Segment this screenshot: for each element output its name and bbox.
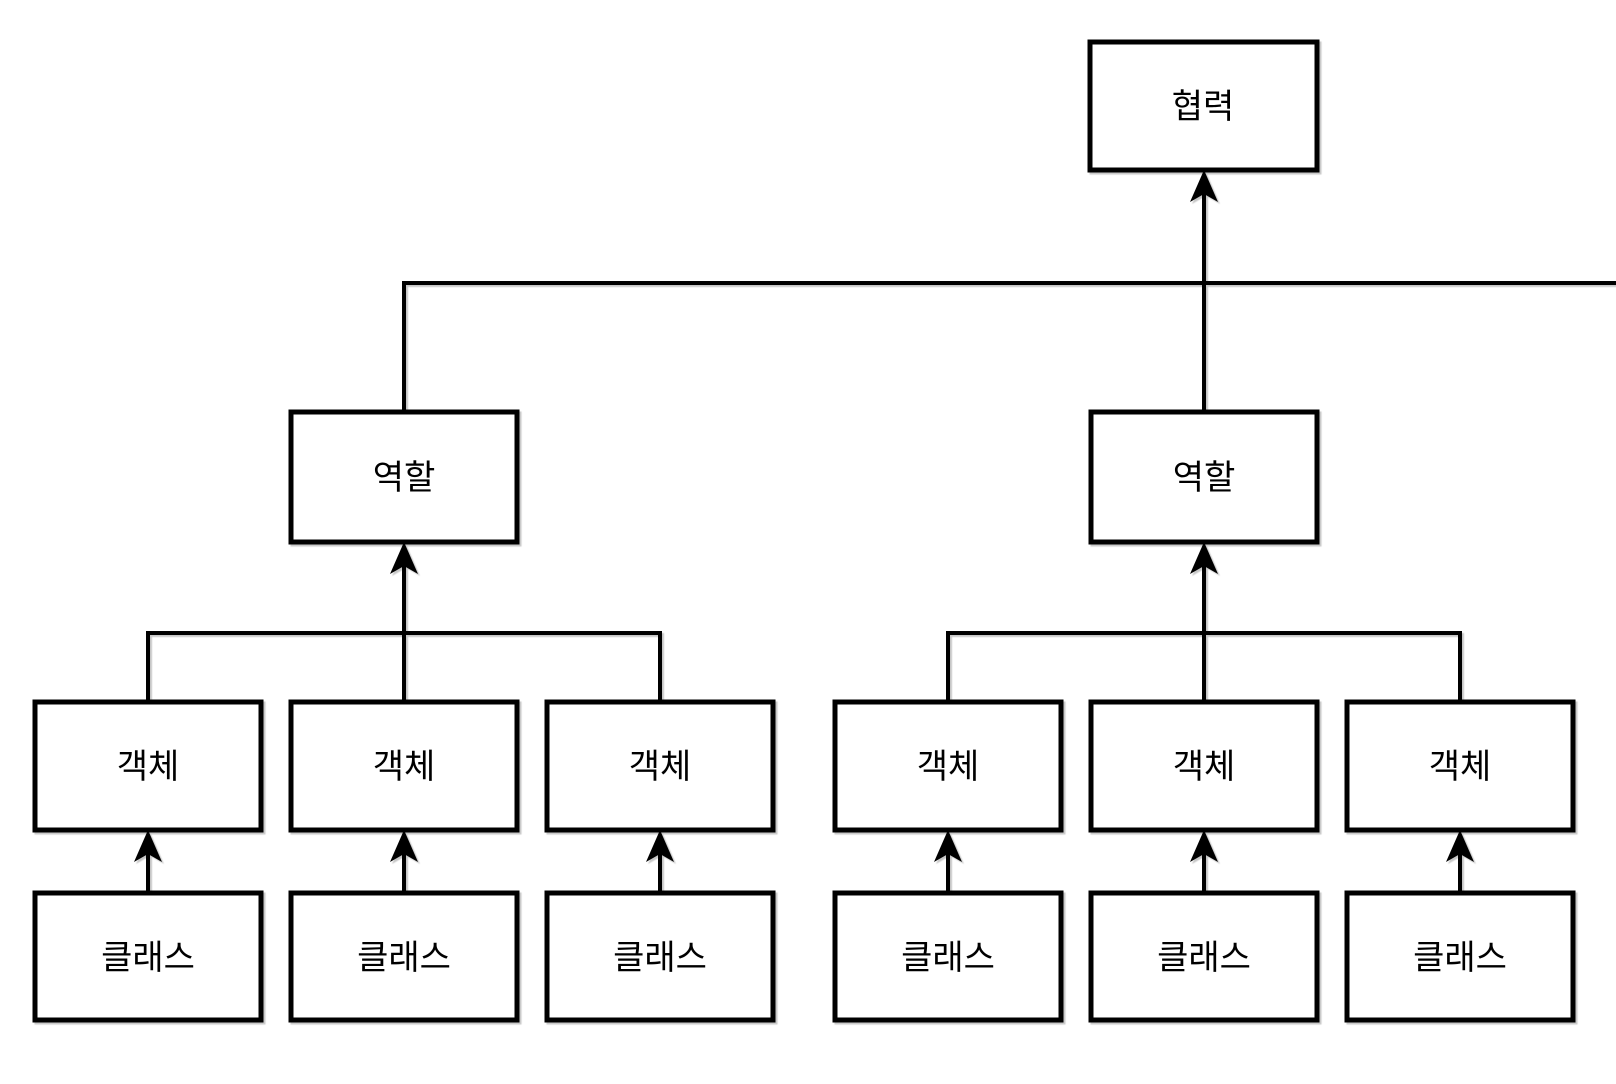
node-object-4-label: 객체 <box>917 748 980 786</box>
node-collaboration-label: 협력 <box>1172 88 1235 126</box>
node-class-5-label: 클래스 <box>1157 939 1251 977</box>
node-class-2-label: 클래스 <box>357 939 451 977</box>
node-class-2-box <box>288 890 520 1023</box>
edge-roles-to-collaboration-bus <box>402 281 1616 412</box>
arrow-up-icon-object-1 <box>134 830 162 862</box>
node-class-1-box <box>32 890 264 1023</box>
node-object-4-box <box>832 699 1064 833</box>
arrow-up-icon-object-4 <box>934 830 962 862</box>
node-class-5-box <box>1088 890 1320 1023</box>
arrow-up-icon-object-5 <box>1190 830 1218 862</box>
arrow-up-icon-object-3 <box>646 830 674 862</box>
arrow-up-icon-role-left <box>390 542 418 574</box>
node-class-3-box <box>544 890 776 1023</box>
node-class-6-label: 클래스 <box>1413 939 1507 977</box>
node-object-2-label: 객체 <box>373 748 436 786</box>
node-object-5-label: 객체 <box>1173 748 1236 786</box>
node-labels: 협력 역할 역할 객체 객체 객체 객체 객체 객체 클래스 클래스 클래스 클… <box>101 88 1507 977</box>
node-class-6-box <box>1344 890 1576 1023</box>
arrow-up-icon-collaboration <box>1190 170 1218 202</box>
node-role-left-label: 역할 <box>373 459 436 497</box>
node-collaboration-box <box>1087 39 1320 173</box>
connector-lines <box>146 194 1616 893</box>
node-object-1-box <box>32 699 264 833</box>
node-role-left-box <box>288 409 520 545</box>
arrowheads <box>134 170 1474 862</box>
node-object-3-label: 객체 <box>629 748 692 786</box>
node-object-6-box <box>1344 699 1576 833</box>
arrow-up-icon-role-right <box>1190 542 1218 574</box>
node-class-4-box <box>832 890 1064 1023</box>
node-class-3-label: 클래스 <box>613 939 707 977</box>
node-class-1-label: 클래스 <box>101 939 195 977</box>
node-object-1-label: 객체 <box>117 748 180 786</box>
arrow-up-icon-object-6 <box>1446 830 1474 862</box>
arrow-up-icon-object-2 <box>390 830 418 862</box>
node-object-6-label: 객체 <box>1429 748 1492 786</box>
node-role-right-label: 역할 <box>1173 459 1236 497</box>
node-boxes <box>32 39 1576 1023</box>
node-class-4-label: 클래스 <box>901 939 995 977</box>
